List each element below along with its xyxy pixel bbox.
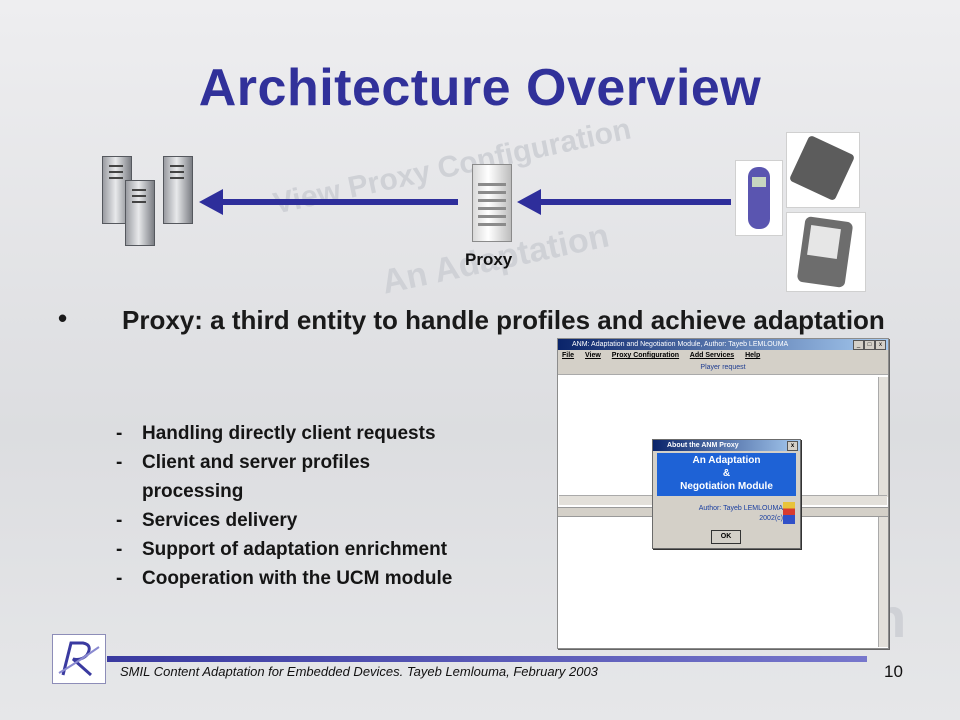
menu-item-file[interactable]: File [562,352,575,359]
arrow-left-icon [199,189,223,215]
author-line: Author: Tayeb LEMLOUMA [698,505,783,512]
footer-divider [107,656,867,662]
logo-icon [52,634,106,684]
slide-title: Architecture Overview [198,59,762,117]
background-watermark: View Proxy Configuration [270,112,634,221]
sub-point-dash: - [116,510,123,531]
app-menu-bar: File View Proxy Configuration Add Servic… [558,350,888,362]
dialog-title: About the ANM Proxy [667,442,739,449]
sub-point: Handling directly client requests [142,423,436,444]
handheld-device-icon [786,132,860,208]
mobile-phone-icon [735,160,783,236]
minimize-icon[interactable]: _ [853,340,864,350]
sub-point-continuation: processing [142,481,244,502]
proxy-label: Proxy [465,250,513,269]
server-icon [125,180,155,246]
arrow-line [539,199,731,205]
sub-point-dash: - [116,423,123,444]
bullet-marker: • [58,303,68,333]
footer-text: SMIL Content Adaptation for Embedded Dev… [120,664,598,679]
dialog-titlebar: About the ANM Proxy x [653,440,800,451]
about-dialog: About the ANM Proxy x An Adaptation & Ne… [652,439,801,549]
dialog-author: Author: Tayeb LEMLOUMA 2002(c) [695,504,783,524]
arrow-left-icon [517,189,541,215]
sub-point: Client and server profiles [142,452,371,473]
banner-line: Negotiation Module [680,481,773,492]
app-window-titlebar: ANM: Adaptation and Negotiation Module, … [558,339,888,350]
banner-line: An Adaptation [692,455,761,466]
menu-item-view[interactable]: View [585,352,601,359]
app-window-title: ANM: Adaptation and Negotiation Module, … [572,341,789,348]
dialog-banner: An Adaptation & Negotiation Module [657,453,796,496]
bullet-text: Proxy: a third entity to handle profiles… [122,305,885,335]
sub-point-dash: - [116,452,123,473]
panel-title: Player request [558,362,888,375]
ok-button[interactable]: OK [711,530,741,544]
sub-point: Cooperation with the UCM module [142,568,453,589]
menu-item-add-services[interactable]: Add Services [689,352,735,359]
pda-icon [786,212,866,292]
server-icon [163,156,193,224]
dialog-logo-icon [783,502,795,524]
menu-item-help[interactable]: Help [745,352,761,359]
close-icon[interactable]: x [787,441,798,451]
sub-point-dash: - [116,539,123,560]
vertical-scrollbar[interactable] [878,517,888,647]
sub-point: Support of adaptation enrichment [142,539,448,560]
banner-line: & [722,468,731,479]
proxy-server-icon [472,164,512,242]
page-number: 10 [884,662,903,681]
sub-point-dash: - [116,568,123,589]
menu-item-proxy-configuration[interactable]: Proxy Configuration [611,352,680,359]
author-line: 2002(c) [759,515,783,522]
maximize-icon[interactable]: □ [864,340,875,350]
close-icon[interactable]: x [875,340,886,350]
sub-point: Services delivery [142,510,298,531]
vertical-scrollbar[interactable] [878,377,888,497]
arrow-line [221,199,458,205]
